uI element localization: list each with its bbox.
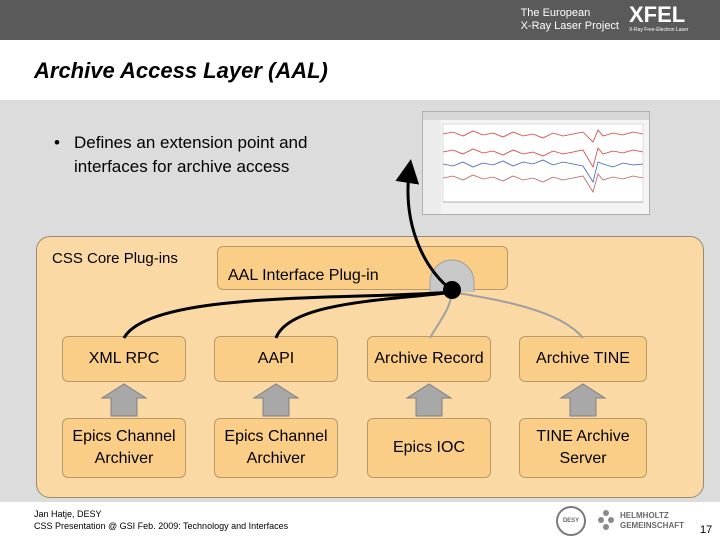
backend-epics-ioc: Epics IOC [367,418,491,478]
backend-label: TINE Archive Server [536,428,630,467]
bullet-marker: • [54,133,60,152]
up-arrow-4 [559,383,607,417]
plugin-archive-record: Archive Record [367,336,491,382]
bullet-text: Defines an extension point and interface… [74,133,308,176]
extension-socket-icon [429,259,475,292]
helmholtz-logo-text: HELMHOLTZ GEMEINSCHAFT [620,511,684,531]
backend-tine-archive-server: TINE Archive Server [519,418,647,478]
project-name: The European X-Ray Laser Project [521,7,619,33]
footer-credits: Jan Hatje, DESY CSS Presentation @ GSI F… [34,508,288,532]
backend-epics-channel-archiver-1: Epics Channel Archiver [62,418,186,478]
project-line-2: X-Ray Laser Project [520,20,619,32]
connector-black-graph [395,159,453,292]
page-number: 17 [700,524,713,536]
archive-plot-image [423,112,649,214]
project-line-1: The European [520,7,591,19]
backend-label: Epics Channel Archiver [72,428,176,467]
connector-black-xmlrpc [122,290,453,339]
up-arrow-3 [405,383,453,417]
plugin-label: Archive Record [374,350,484,367]
backend-label: Epics Channel Archiver [224,428,328,467]
header-bar [0,0,720,40]
connector-grey-2 [451,291,584,339]
xfel-logo-subtitle: X-Ray Free-Electron Laser [629,27,689,33]
xfel-logo: XFEL [629,2,686,27]
backend-epics-channel-archiver-2: Epics Channel Archiver [214,418,338,478]
desy-logo: DESY [556,506,586,536]
connector-grey-1 [429,291,453,339]
plugin-label: XML RPC [88,350,160,367]
plugin-xml-rpc: XML RPC [62,336,186,382]
up-arrow-2 [252,383,300,417]
up-arrow-1 [100,383,148,417]
archive-plot-thumbnail [422,111,650,215]
helmholtz-line-2: GEMEINSCHAFT [620,521,684,530]
aal-interface-label: AAL Interface Plug-in [228,267,379,284]
extension-point-dot [443,281,461,299]
bullet-item: • Defines an extension point and interfa… [54,131,384,179]
slide-title: Archive Access Layer (AAL) [34,58,328,83]
plugin-label: Archive TINE [536,350,630,367]
plugin-label: AAPI [257,350,295,367]
css-core-label: CSS Core Plug-ins [52,250,178,267]
helmholtz-logo-icon [598,510,614,530]
helmholtz-line-1: HELMHOLTZ [620,511,669,520]
footer-author: Jan Hatje, DESY [34,509,102,519]
connector-black-aapi [274,290,453,339]
footer-event: CSS Presentation @ GSI Feb. 2009: Techno… [34,521,289,531]
backend-label: Epics IOC [392,439,465,456]
